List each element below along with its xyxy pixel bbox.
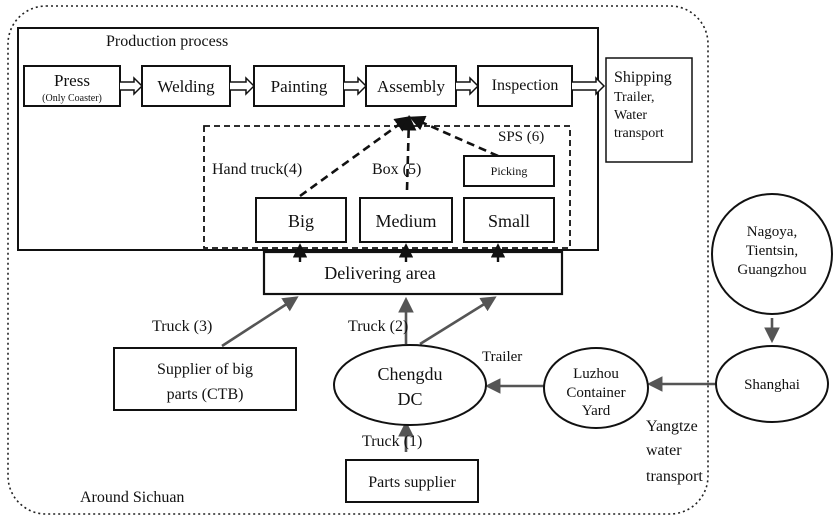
- truck-arrows: [221, 296, 780, 452]
- bin-big-label: Big: [288, 211, 314, 231]
- arrow-truck2-small: [419, 296, 497, 346]
- origin-line2: Tientsin,: [746, 243, 798, 259]
- flow-arrow-press-welding: [120, 76, 144, 96]
- bin-medium-label: Medium: [376, 211, 437, 231]
- chengdu-line2: DC: [397, 389, 422, 409]
- picking-box: Picking: [463, 155, 555, 187]
- yangtze-line2: water: [646, 442, 682, 459]
- origin-line1: Nagoya,: [747, 224, 797, 240]
- process-flow-arrows: [120, 76, 606, 96]
- luzhou-line3: Yard: [582, 403, 611, 419]
- process-step-press: Press (Only Coaster): [23, 65, 121, 107]
- flow-arrow-inspection-shipping: [572, 76, 606, 96]
- supplier-big-line1: Supplier of big: [157, 361, 253, 378]
- sichuan-region-border: [7, 5, 709, 515]
- parts-supplier-label: Parts supplier: [368, 474, 456, 491]
- truck-3-label: Truck (3): [152, 318, 212, 335]
- step-painting-label: Painting: [271, 77, 328, 96]
- arrow-medium-to-assembly: [400, 114, 417, 191]
- delivering-area-label: Delivering area: [324, 263, 435, 283]
- step-assembly-label: Assembly: [377, 77, 446, 96]
- chengdu-dc-node: Chengdu DC: [333, 344, 487, 426]
- parts-supplier-box: Parts supplier: [345, 459, 479, 503]
- delivering-to-bins-arrows: [292, 243, 506, 262]
- bin-small: Small: [463, 197, 555, 243]
- process-step-inspection: Inspection: [477, 65, 573, 107]
- production-process-title: Production process: [106, 33, 228, 50]
- step-welding-label: Welding: [157, 77, 215, 96]
- origin-line3: Guangzhou: [737, 262, 807, 278]
- box-label: Box (5): [372, 161, 421, 178]
- yangtze-line3: transport: [646, 468, 703, 485]
- shipping-box: Shipping Trailer, Water transport: [605, 57, 693, 163]
- shanghai-node: Shanghai: [715, 345, 829, 423]
- supplier-big-line2: parts (CTB): [167, 386, 244, 403]
- sps-supply-arrows: [299, 114, 499, 198]
- shanghai-label: Shanghai: [744, 377, 800, 393]
- delivering-area: Delivering area: [262, 250, 564, 296]
- hand-truck-label: Hand truck(4): [212, 161, 302, 178]
- bin-small-label: Small: [488, 211, 530, 231]
- flow-arrow-assembly-inspection: [456, 76, 480, 96]
- step-inspection-label: Inspection: [492, 77, 559, 94]
- supplier-big-parts-box: Supplier of big parts (CTB): [113, 347, 297, 411]
- luzhou-line1: Luzhou: [573, 366, 619, 382]
- shipping-line-2: Water: [614, 108, 647, 123]
- arrow-picking-to-assembly: [409, 115, 499, 158]
- trailer-label: Trailer: [482, 349, 522, 365]
- arrow-truck3: [221, 296, 299, 348]
- process-step-assembly: Assembly: [365, 65, 457, 107]
- luzhou-container-yard-node: Luzhou Container Yard: [543, 347, 649, 429]
- step-press-label: Press: [54, 71, 90, 90]
- arrow-big-to-assembly: [299, 116, 411, 198]
- sps-label: SPS (6): [498, 129, 544, 145]
- origin-ports-node: Nagoya, Tientsin, Guangzhou: [711, 193, 833, 315]
- process-step-welding: Welding: [141, 65, 231, 107]
- truck-1-label: Truck (1): [362, 433, 422, 450]
- flow-arrow-welding-painting: [230, 76, 256, 96]
- process-step-painting: Painting: [253, 65, 345, 107]
- production-process-box: [17, 27, 599, 251]
- shipping-line-3: transport: [614, 126, 664, 141]
- bin-big: Big: [255, 197, 347, 243]
- flow-arrow-painting-assembly: [344, 76, 368, 96]
- truck-2-label: Truck (2): [348, 318, 408, 335]
- shipping-line-1: Trailer,: [614, 90, 655, 105]
- chengdu-line1: Chengdu: [378, 364, 443, 384]
- picking-label: Picking: [491, 164, 528, 178]
- region-label: Around Sichuan: [80, 489, 184, 506]
- step-press-note: (Only Coaster): [42, 93, 102, 104]
- luzhou-line2: Container: [566, 385, 625, 401]
- bin-medium: Medium: [359, 197, 453, 243]
- shipping-title: Shipping: [614, 69, 672, 86]
- sps-area: [203, 125, 571, 249]
- yangtze-line1: Yangtze: [646, 418, 698, 435]
